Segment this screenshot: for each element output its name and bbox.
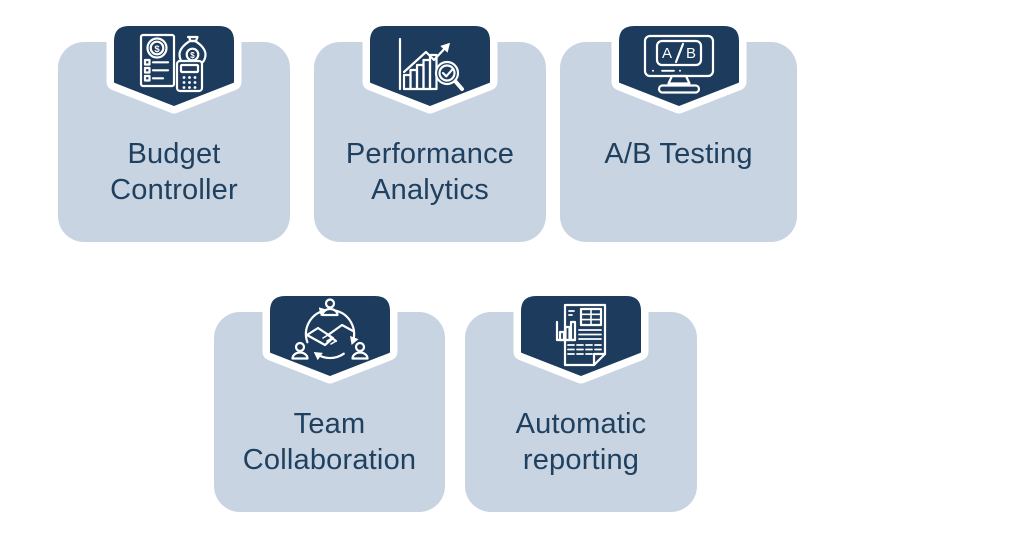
budget-calculator-icon: $ $ xyxy=(139,33,207,93)
card-title: A/B Testing xyxy=(560,136,797,172)
badge: $ $ xyxy=(106,26,242,114)
badge xyxy=(262,296,397,384)
card-title-line1: Team xyxy=(293,408,366,440)
svg-text:$: $ xyxy=(190,51,195,60)
badge: A B xyxy=(611,26,746,114)
badge xyxy=(513,296,649,384)
card-title-line1: A/B Testing xyxy=(604,138,753,170)
card-title-line1: Automatic xyxy=(515,408,647,440)
card-title: Automatic reporting xyxy=(465,406,697,478)
card-title-line2: Controller xyxy=(110,174,238,206)
feature-card-automatic-reporting: Automatic reporting xyxy=(465,296,697,512)
card-title: Performance Analytics xyxy=(314,136,546,208)
team-collaboration-icon xyxy=(290,298,369,361)
card-title: Team Collaboration xyxy=(214,406,445,478)
card-title-line2: Collaboration xyxy=(242,444,417,476)
feature-card-team-collaboration: Team Collaboration xyxy=(214,296,445,512)
card-title: Budget Controller xyxy=(58,136,290,208)
card-title-line1: Budget xyxy=(127,138,221,170)
ab-testing-monitor-icon: A B xyxy=(643,34,714,94)
feature-card-ab-testing: A B A/B Testing xyxy=(560,26,797,242)
card-title-line2: reporting xyxy=(522,444,640,476)
svg-text:B: B xyxy=(685,45,695,62)
card-title-line2: Analytics xyxy=(371,174,489,206)
feature-card-performance-analytics: Performance Analytics xyxy=(314,26,546,242)
svg-text:$: $ xyxy=(154,44,160,55)
svg-text:A: A xyxy=(661,45,671,62)
automatic-reporting-icon xyxy=(555,303,607,367)
badge xyxy=(362,26,498,114)
card-title-line1: Performance xyxy=(345,138,515,170)
performance-analytics-icon xyxy=(398,37,464,91)
feature-card-budget-controller: $ $ Budget Controller xyxy=(58,26,290,242)
